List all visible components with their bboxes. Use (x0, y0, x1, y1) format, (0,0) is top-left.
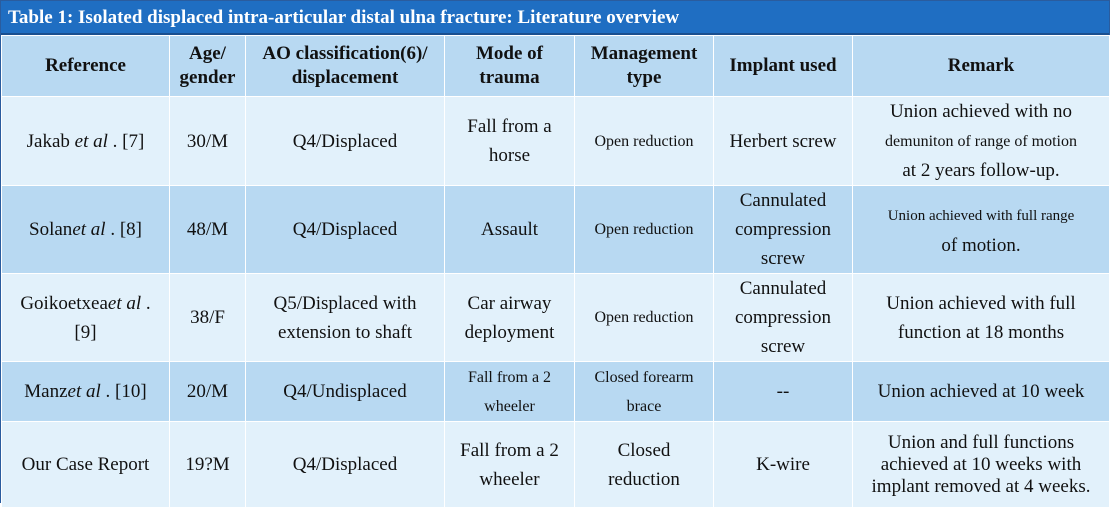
cell-ao-classification: Q4/Displaced (245, 96, 445, 186)
cell-age-gender: 48/M (169, 185, 246, 274)
cell-age-gender: 20/M (169, 361, 246, 422)
cell-management-type: Open reduction (574, 96, 714, 186)
cell-reference: Manzet al . [10] (1, 361, 170, 422)
cell-implant-used: Herbert screw (713, 96, 853, 186)
table-title: Table 1: Isolated displaced intra-articu… (1, 1, 1109, 35)
cell-ao-classification: Q4/Displaced (245, 185, 445, 274)
cell-reference: Our Case Report (1, 421, 170, 508)
cell-ao-classification: Q4/Undisplaced (245, 361, 445, 422)
header-row: Reference Age/gender AO classification(6… (1, 35, 1110, 97)
header-implant-used: Implant used (713, 35, 853, 97)
header-remark: Remark (852, 35, 1110, 97)
header-reference: Reference (1, 35, 170, 97)
cell-reference: Goikoetxeaet al .[9] (1, 273, 170, 362)
table-row: Goikoetxeaet al .[9] 38/F Q5/Displaced w… (1, 273, 1110, 362)
cell-implant-used: -- (713, 361, 853, 422)
cell-implant-used: K-wire (713, 421, 853, 508)
table-row: Solanet al . [8] 48/M Q4/Displaced Assau… (1, 185, 1110, 274)
literature-overview-table: Reference Age/gender AO classification(6… (1, 35, 1110, 508)
cell-management-type: Open reduction (574, 273, 714, 362)
cell-ao-classification: Q4/Displaced (245, 421, 445, 508)
cell-mode-of-trauma: Assault (444, 185, 575, 274)
cell-remark: Union achieved at 10 week (852, 361, 1110, 422)
table-row: Jakab et al . [7] 30/M Q4/Displaced Fall… (1, 96, 1110, 186)
cell-reference: Solanet al . [8] (1, 185, 170, 274)
table-row: Manzet al . [10] 20/M Q4/Undisplaced Fal… (1, 361, 1110, 422)
cell-age-gender: 19?M (169, 421, 246, 508)
cell-age-gender: 30/M (169, 96, 246, 186)
table-row: Our Case Report 19?M Q4/Displaced Fall f… (1, 421, 1110, 508)
cell-management-type: Open reduction (574, 185, 714, 274)
header-ao-classification: AO classification(6)/displacement (245, 35, 445, 97)
cell-reference: Jakab et al . [7] (1, 96, 170, 186)
header-age-gender: Age/gender (169, 35, 246, 97)
cell-age-gender: 38/F (169, 273, 246, 362)
